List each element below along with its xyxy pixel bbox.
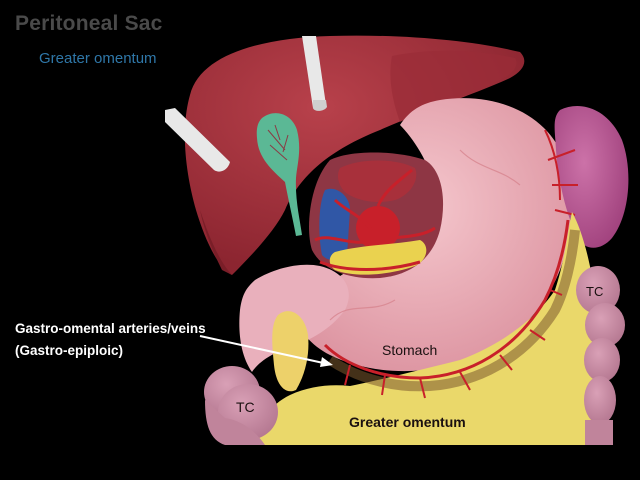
- label-tc-right: TC: [586, 284, 604, 299]
- label-tc-left: TC: [236, 399, 255, 415]
- liver: [184, 35, 525, 275]
- omental-fat-pad: [272, 311, 309, 392]
- label-greater-omentum: Greater omentum: [349, 414, 466, 430]
- label-gastro-line2: (Gastro-epiploic): [15, 343, 124, 358]
- gallbladder: [256, 113, 302, 236]
- spleen: [544, 105, 629, 248]
- gastro-omental-vessels: [323, 219, 570, 380]
- lesser-sac-window: [309, 152, 444, 279]
- slide-subtitle: Greater omentum: [39, 50, 157, 67]
- pointer-arrow: [199, 335, 333, 367]
- transverse-colon: [204, 266, 625, 445]
- slide-title: Peritoneal Sac: [15, 12, 163, 35]
- retractors: [165, 36, 327, 172]
- greater-omentum: [255, 212, 600, 445]
- label-gastro-omental-vessels: Gastro-omental arteries/veins (Gastro-ep…: [15, 318, 206, 362]
- label-gastro-line1: Gastro-omental arteries/veins: [15, 321, 206, 336]
- label-stomach: Stomach: [382, 342, 438, 358]
